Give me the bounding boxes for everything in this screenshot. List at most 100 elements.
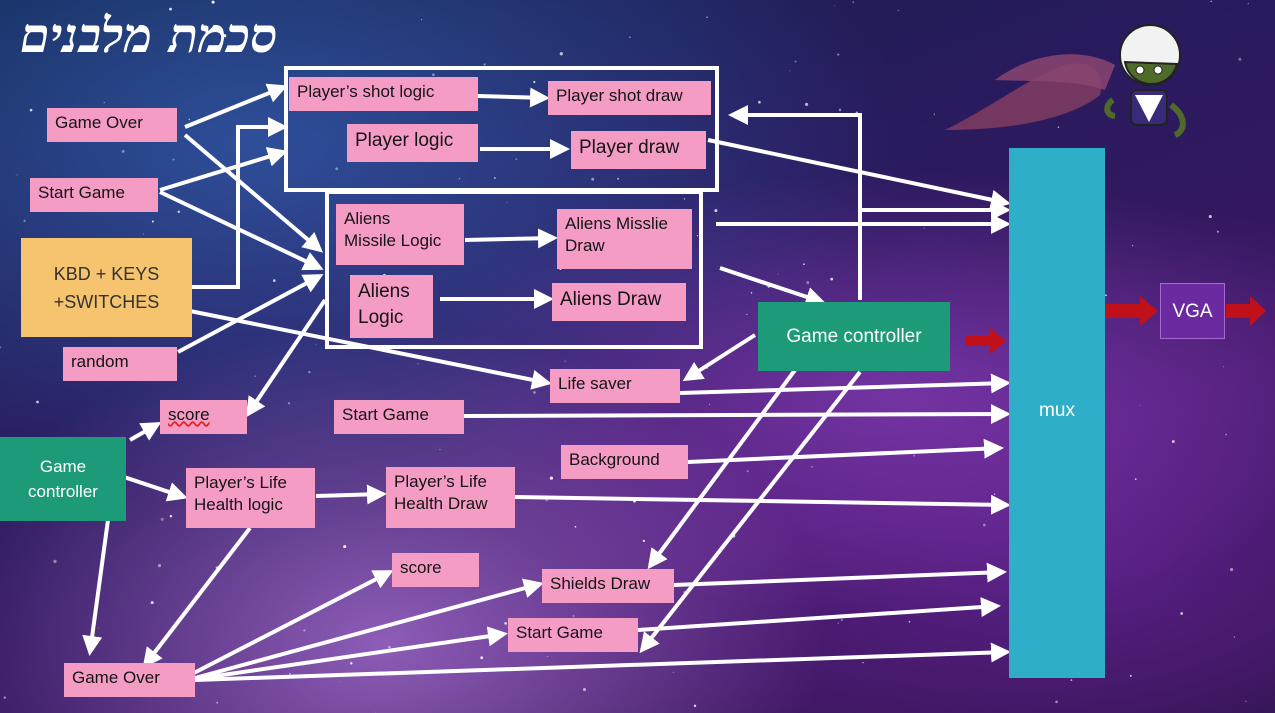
star <box>432 73 435 76</box>
star <box>23 219 26 223</box>
star <box>287 402 291 405</box>
star <box>335 167 339 171</box>
star <box>121 149 125 153</box>
start-game-block-mid: Start Game <box>334 400 464 434</box>
star <box>214 26 216 28</box>
aliens-logic-line-1: Aliens <box>358 281 410 302</box>
star <box>0 346 2 349</box>
player-logic-block: Player logic <box>347 124 478 162</box>
players-life-health-draw-line-2: Health Draw <box>394 494 488 513</box>
players-life-health-draw-line-1: Player’s Life <box>394 472 487 491</box>
star <box>591 177 595 181</box>
star <box>188 118 191 121</box>
star <box>1233 636 1236 638</box>
players-shot-logic-block: Player’s shot logic <box>289 77 478 111</box>
star <box>683 198 686 200</box>
star <box>574 525 577 528</box>
star <box>350 662 353 665</box>
star <box>1180 612 1184 615</box>
star <box>750 292 753 294</box>
star <box>629 36 631 38</box>
star <box>216 701 219 704</box>
aliens-group-frame <box>325 190 703 349</box>
star <box>1238 57 1242 61</box>
star <box>1134 478 1137 480</box>
star <box>169 515 173 518</box>
star <box>1131 244 1134 247</box>
star <box>143 233 145 235</box>
background-block: Background <box>561 445 688 479</box>
star <box>838 108 842 112</box>
star <box>169 7 172 11</box>
star <box>36 400 39 404</box>
star <box>1208 214 1212 219</box>
star <box>546 655 549 658</box>
star <box>582 687 587 692</box>
score-block-bottom: score <box>392 553 479 587</box>
diagram-title: סכמת מלבנים <box>20 8 278 64</box>
star <box>933 113 935 115</box>
start-game-block-left: Start Game <box>30 178 158 212</box>
star <box>177 210 181 214</box>
star <box>758 100 761 104</box>
star <box>1139 404 1141 406</box>
star <box>506 202 508 203</box>
star <box>494 177 496 179</box>
start-game-block-bottom: Start Game <box>508 618 638 652</box>
star <box>617 177 620 180</box>
star <box>289 672 291 675</box>
star <box>805 102 809 106</box>
aliens-logic-block: Aliens Logic <box>350 275 433 338</box>
aliens-missile-logic-line-1: Aliens <box>344 209 391 228</box>
mux-block: mux <box>1009 148 1105 678</box>
game-controller-left-line-1: Game <box>39 457 87 476</box>
star <box>746 313 748 316</box>
game-over-block-top: Game Over <box>47 108 177 142</box>
players-life-health-logic-block: Player’s Life Health logic <box>186 468 315 528</box>
player-shot-draw-block: Player shot draw <box>548 81 711 115</box>
star <box>841 619 843 621</box>
aliens-missile-draw-block: Aliens Misslie Draw <box>557 209 692 269</box>
star <box>983 523 986 527</box>
star <box>923 227 925 229</box>
star <box>172 158 175 161</box>
star <box>223 34 227 38</box>
star <box>157 564 162 568</box>
star <box>533 80 536 84</box>
star <box>830 277 834 281</box>
star <box>1070 679 1073 682</box>
star <box>696 235 699 237</box>
star <box>1225 433 1227 436</box>
star <box>833 5 835 6</box>
random-block: random <box>63 347 177 381</box>
kbd-line-2: +SWITCHES <box>53 292 160 312</box>
aliens-missile-draw-line-2: Draw <box>565 236 605 255</box>
star <box>559 52 563 56</box>
star <box>343 545 347 549</box>
star <box>642 539 646 543</box>
star <box>1245 700 1247 703</box>
aliens-draw-block: Aliens Draw <box>552 283 686 321</box>
star <box>458 177 461 180</box>
game-controller-block-main: Game controller <box>758 302 950 371</box>
star <box>151 220 154 223</box>
star <box>374 711 376 713</box>
star <box>504 622 507 625</box>
star <box>339 681 341 683</box>
star <box>908 620 911 623</box>
star <box>1055 700 1058 704</box>
star <box>837 622 839 624</box>
star <box>3 696 7 699</box>
star <box>480 656 484 660</box>
score-left-label: score <box>168 405 210 424</box>
star <box>53 559 57 564</box>
players-life-health-draw-block: Player’s Life Health Draw <box>386 467 515 528</box>
star <box>862 661 864 664</box>
star <box>1247 3 1249 5</box>
mojo-jojo-character-icon <box>945 24 1186 138</box>
kbd-keys-switches-block: KBD + KEYS +SWITCHES <box>21 238 192 337</box>
star <box>29 108 33 112</box>
score-block-left: score <box>160 400 247 434</box>
star <box>160 517 164 521</box>
